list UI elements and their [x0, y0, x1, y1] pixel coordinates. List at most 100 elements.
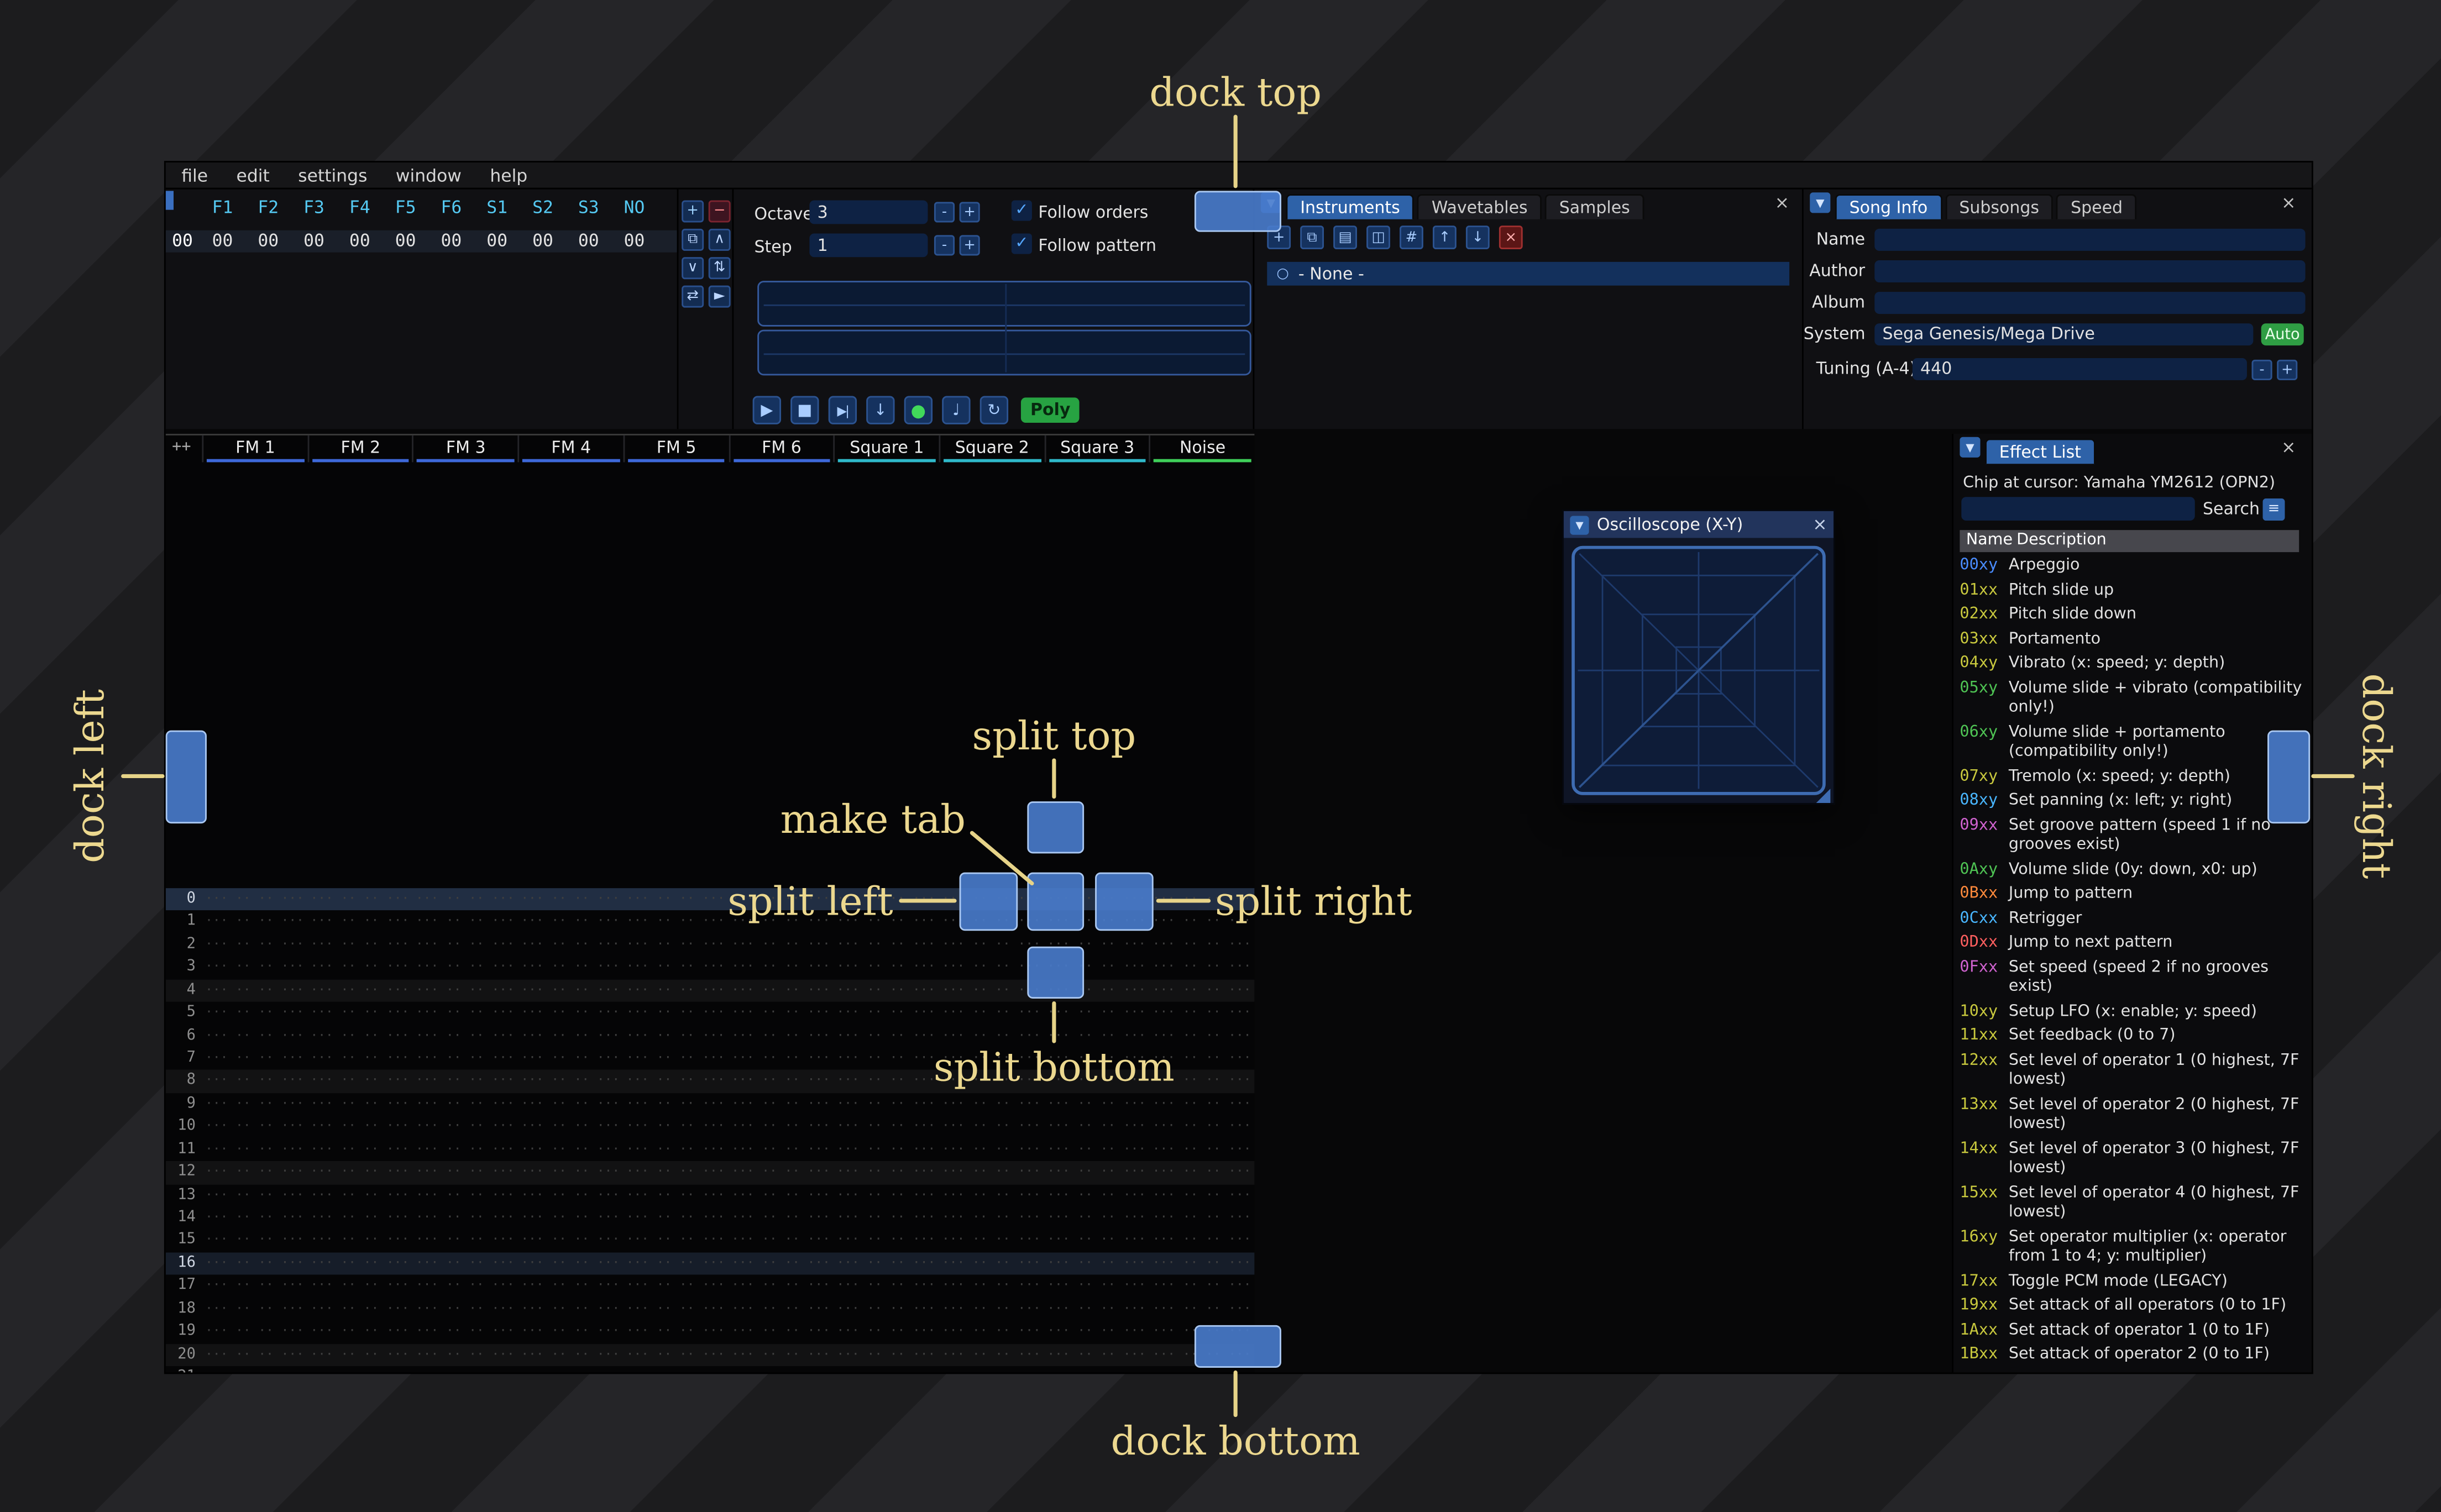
- pattern-cell[interactable]: ··· ·· ·· ···: [415, 959, 515, 974]
- song-album-input[interactable]: [1874, 292, 2306, 314]
- tab-wavetables[interactable]: Wavetables: [1417, 194, 1542, 219]
- tab-instruments[interactable]: Instruments: [1286, 194, 1415, 219]
- instrument-folder-view-button[interactable]: #: [1400, 225, 1423, 250]
- pattern-cell[interactable]: ··· ·· ·· ···: [521, 1119, 620, 1133]
- pattern-cell[interactable]: ··· ·· ·· ···: [310, 1255, 410, 1270]
- pattern-cell[interactable]: ··· ·· ·· ···: [731, 1073, 830, 1088]
- pattern-cell[interactable]: ··· ·· ·· ···: [310, 1301, 410, 1315]
- pattern-cell[interactable]: ··· ·· ·· ···: [310, 1324, 410, 1338]
- pattern-cell[interactable]: ··· ·· ·· ···: [415, 1255, 515, 1270]
- pattern-cell[interactable]: ··· ·· ·· ···: [415, 1051, 515, 1065]
- pattern-cell[interactable]: ··· ·· ·· ···: [415, 1232, 515, 1247]
- pattern-row[interactable]: 10··· ·· ·· ······ ·· ·· ······ ·· ·· ··…: [166, 1116, 1255, 1138]
- pattern-cell[interactable]: ··· ·· ·· ···: [731, 1005, 830, 1020]
- pattern-cell[interactable]: ··· ·· ·· ···: [415, 1187, 515, 1202]
- instrument-list-item[interactable]: ○- None -: [1267, 261, 1790, 286]
- pattern-cell[interactable]: ··· ·· ·· ···: [941, 982, 1041, 997]
- pattern-cell[interactable]: ··· ·· ·· ···: [1047, 1324, 1146, 1338]
- make-tab-target[interactable]: [1027, 872, 1085, 931]
- pattern-cell[interactable]: ··· ·· ·· ···: [521, 1027, 620, 1042]
- pattern-cell[interactable]: ··· ·· ·· ···: [941, 1255, 1041, 1270]
- pattern-cell[interactable]: ··· ·· ·· ···: [521, 1346, 620, 1361]
- pattern-row[interactable]: 18··· ·· ·· ······ ·· ·· ······ ·· ·· ··…: [166, 1298, 1255, 1321]
- pattern-cell[interactable]: ··· ·· ·· ···: [626, 1187, 725, 1202]
- pattern-cell[interactable]: ··· ·· ·· ···: [205, 1278, 304, 1293]
- pattern-cell[interactable]: ··· ·· ·· ···: [731, 1278, 830, 1293]
- order-change-all-button[interactable]: ⇄: [682, 285, 704, 308]
- pattern-row[interactable]: 11··· ·· ·· ······ ·· ·· ······ ·· ·· ··…: [166, 1138, 1255, 1161]
- pattern-cell[interactable]: ··· ·· ·· ···: [310, 1119, 410, 1133]
- pattern-cell[interactable]: ··· ·· ·· ···: [626, 937, 725, 951]
- pattern-cell[interactable]: ··· ·· ·· ···: [1152, 1210, 1251, 1225]
- pattern-cell[interactable]: ··· ·· ·· ···: [310, 937, 410, 951]
- pattern-cell[interactable]: ··· ·· ·· ···: [310, 1210, 410, 1225]
- pattern-cell[interactable]: ··· ·· ·· ···: [205, 1119, 304, 1133]
- tab-speed[interactable]: Speed: [2056, 194, 2137, 219]
- channel-header-fm-2[interactable]: FM 2: [307, 435, 412, 463]
- pattern-cell[interactable]: ··· ·· ·· ···: [941, 1051, 1041, 1065]
- close-icon[interactable]: ×: [2281, 437, 2296, 458]
- pattern-cell[interactable]: ··· ·· ·· ···: [310, 1164, 410, 1179]
- pattern-cell[interactable]: ··· ·· ·· ···: [731, 1324, 830, 1338]
- pattern-cell[interactable]: ··· ·· ·· ···: [521, 1324, 620, 1338]
- pattern-cell[interactable]: ··· ·· ·· ···: [415, 937, 515, 951]
- order-move-up-button[interactable]: ∧: [708, 228, 731, 251]
- pattern-cell[interactable]: ··· ·· ·· ···: [626, 1255, 725, 1270]
- pattern-cell[interactable]: ··· ·· ·· ···: [202, 1366, 307, 1373]
- order-cell[interactable]: 00: [624, 230, 645, 251]
- pattern-cell[interactable]: ··· ·· ·· ···: [836, 1027, 936, 1042]
- pattern-cell[interactable]: ··· ·· ·· ···: [626, 1278, 725, 1293]
- pattern-cell[interactable]: ··· ·· ·· ···: [1047, 1119, 1146, 1133]
- pattern-cell[interactable]: ··· ·· ·· ···: [310, 1027, 410, 1042]
- pattern-cell[interactable]: ··· ·· ·· ···: [521, 914, 620, 928]
- instrument-move-up-button[interactable]: ↑: [1432, 225, 1457, 250]
- pattern-cell[interactable]: ··· ·· ·· ···: [415, 1027, 515, 1042]
- pattern-cell[interactable]: ··· ·· ·· ···: [941, 1141, 1041, 1156]
- dock-target-left[interactable]: [165, 730, 207, 824]
- pattern-cell[interactable]: ··· ·· ·· ···: [626, 1164, 725, 1179]
- pattern-cell[interactable]: ··· ·· ·· ···: [731, 1164, 830, 1179]
- pattern-cell[interactable]: ··· ·· ·· ···: [310, 1051, 410, 1065]
- pattern-cell[interactable]: ··· ·· ·· ···: [521, 982, 620, 997]
- pattern-cell[interactable]: ··· ·· ·· ···: [626, 982, 725, 997]
- split-target-bottom[interactable]: [1027, 946, 1085, 999]
- tuning-increase-button[interactable]: +: [2277, 359, 2298, 380]
- channel-header-square-1[interactable]: Square 1: [833, 435, 939, 463]
- pattern-cell[interactable]: ··· ·· ·· ···: [1044, 1366, 1149, 1373]
- pattern-cell[interactable]: ··· ·· ·· ···: [941, 959, 1041, 974]
- pattern-cell[interactable]: ··· ·· ·· ···: [415, 1141, 515, 1156]
- pattern-cell[interactable]: ··· ·· ·· ···: [941, 1232, 1041, 1247]
- pattern-cell[interactable]: ··· ·· ·· ···: [310, 1073, 410, 1088]
- pattern-row[interactable]: 6··· ·· ·· ······ ·· ·· ······ ·· ·· ···…: [166, 1025, 1255, 1047]
- system-select[interactable]: Sega Genesis/Mega Drive: [1874, 323, 2254, 346]
- menu-item-edit[interactable]: edit: [236, 165, 270, 186]
- pattern-cell[interactable]: ··· ·· ·· ···: [626, 959, 725, 974]
- stop-button[interactable]: ■: [790, 396, 819, 424]
- pattern-cell[interactable]: ··· ·· ·· ···: [310, 1278, 410, 1293]
- order-cell[interactable]: 00: [258, 230, 279, 251]
- pattern-row[interactable]: 12··· ·· ·· ······ ·· ·· ······ ·· ·· ··…: [165, 1161, 1255, 1184]
- split-target-top[interactable]: [1027, 801, 1085, 854]
- pattern-cell[interactable]: ··· ·· ·· ···: [310, 1346, 410, 1361]
- tab-samples[interactable]: Samples: [1545, 194, 1644, 219]
- pattern-cell[interactable]: ··· ·· ·· ···: [205, 1141, 304, 1156]
- pattern-cell[interactable]: ··· ·· ·· ···: [731, 891, 830, 906]
- pattern-cell[interactable]: ··· ·· ·· ···: [1152, 1164, 1251, 1179]
- pattern-cell[interactable]: ··· ·· ·· ···: [205, 1096, 304, 1111]
- step-one-row-button[interactable]: ↓: [866, 396, 895, 424]
- pattern-cell[interactable]: ··· ·· ·· ···: [205, 1187, 304, 1202]
- split-target-right[interactable]: [1095, 872, 1154, 931]
- pattern-cell[interactable]: ··· ·· ·· ···: [626, 1096, 725, 1111]
- pattern-cell[interactable]: ··· ·· ·· ···: [415, 1005, 515, 1020]
- dock-target-bottom[interactable]: [1194, 1325, 1281, 1368]
- pattern-cell[interactable]: ··· ·· ·· ···: [836, 982, 936, 997]
- pattern-cell[interactable]: ··· ·· ·· ···: [941, 1301, 1041, 1315]
- instrument-delete-button[interactable]: ×: [1499, 225, 1523, 250]
